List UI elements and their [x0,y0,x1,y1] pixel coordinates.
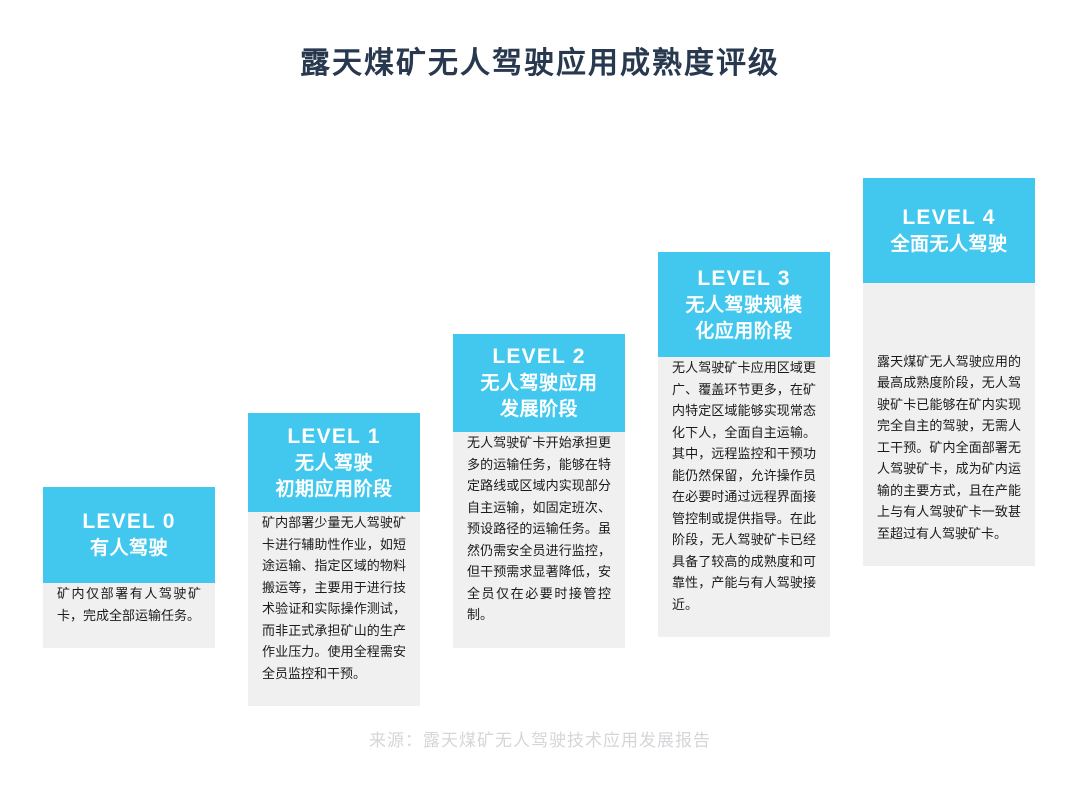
level-column-0[interactable]: LEVEL 0 有人驾驶 矿内仅部署有人驾驶矿卡，完成全部运输任务。 [43,487,215,648]
level-body-4: 露天煤矿无人驾驶应用的最高成熟度阶段，无人驾驶矿卡已能够在矿内实现完全自主的驾驶… [863,283,1035,566]
level-subtitle-3-line2: 化应用阶段 [695,320,793,342]
maturity-staircase-chart: LEVEL 0 有人驾驶 矿内仅部署有人驾驶矿卡，完成全部运输任务。 LEVEL… [43,178,1035,706]
level-column-3[interactable]: LEVEL 3 无人驾驶规模 化应用阶段 无人驾驶矿卡应用区域更广、覆盖环节更多… [658,252,830,637]
level-header-2: LEVEL 2 无人驾驶应用 发展阶段 [453,334,625,432]
level-column-4[interactable]: LEVEL 4 全面无人驾驶 露天煤矿无人驾驶应用的最高成熟度阶段，无人驾驶矿卡… [863,178,1035,566]
level-name-4: LEVEL 4 [902,205,996,229]
level-body-1: 矿内部署少量无人驾驶矿卡进行辅助性作业，如短途运输、指定区域的物料搬运等，主要用… [248,512,420,706]
level-description-1: 矿内部署少量无人驾驶矿卡进行辅助性作业，如短途运输、指定区域的物料搬运等，主要用… [262,515,406,681]
level-name-0: LEVEL 0 [82,510,176,533]
level-name-3: LEVEL 3 [697,266,791,290]
level-subtitle-4: 全面无人驾驶 [890,233,1008,255]
level-description-4: 露天煤矿无人驾驶应用的最高成熟度阶段，无人驾驶矿卡已能够在矿内实现完全自主的驾驶… [877,353,1021,541]
level-subtitle-3-line1: 无人驾驶规模 [685,294,803,316]
level-body-0: 矿内仅部署有人驾驶矿卡，完成全部运输任务。 [43,583,215,648]
level-body-3: 无人驾驶矿卡应用区域更广、覆盖环节更多，在矿内特定区域能够实现常态化下人，全面自… [658,357,830,637]
page-title: 露天煤矿无人驾驶应用成熟度评级 [300,47,780,80]
level-header-0: LEVEL 0 有人驾驶 [43,487,215,583]
level-description-2: 无人驾驶矿卡开始承担更多的运输任务，能够在特定路线或区域内实现部分自主运输，如固… [467,435,611,622]
level-column-1[interactable]: LEVEL 1 无人驾驶 初期应用阶段 矿内部署少量无人驾驶矿卡进行辅助性作业，… [248,413,420,706]
level-name-2: LEVEL 2 [492,345,586,368]
level-body-2: 无人驾驶矿卡开始承担更多的运输任务，能够在特定路线或区域内实现部分自主运输，如固… [453,432,625,648]
source-caption: 来源：露天煤矿无人驾驶技术应用发展报告 [369,731,711,750]
level-subtitle-0: 有人驾驶 [89,538,168,559]
level-header-1: LEVEL 1 无人驾驶 初期应用阶段 [248,413,420,512]
level-header-3: LEVEL 3 无人驾驶规模 化应用阶段 [658,252,830,357]
level-subtitle-2-line1: 无人驾驶应用 [480,373,598,394]
level-description-3: 无人驾驶矿卡应用区域更广、覆盖环节更多，在矿内特定区域能够实现常态化下人，全面自… [672,360,816,612]
level-name-1: LEVEL 1 [287,424,381,448]
level-column-2[interactable]: LEVEL 2 无人驾驶应用 发展阶段 无人驾驶矿卡开始承担更多的运输任务，能够… [453,334,625,648]
level-subtitle-1-line1: 无人驾驶 [294,452,373,474]
level-subtitle-2-line2: 发展阶段 [499,399,578,420]
level-subtitle-1-line2: 初期应用阶段 [275,478,393,500]
level-description-0: 矿内仅部署有人驾驶矿卡，完成全部运输任务。 [57,586,201,623]
level-header-4: LEVEL 4 全面无人驾驶 [863,178,1035,283]
